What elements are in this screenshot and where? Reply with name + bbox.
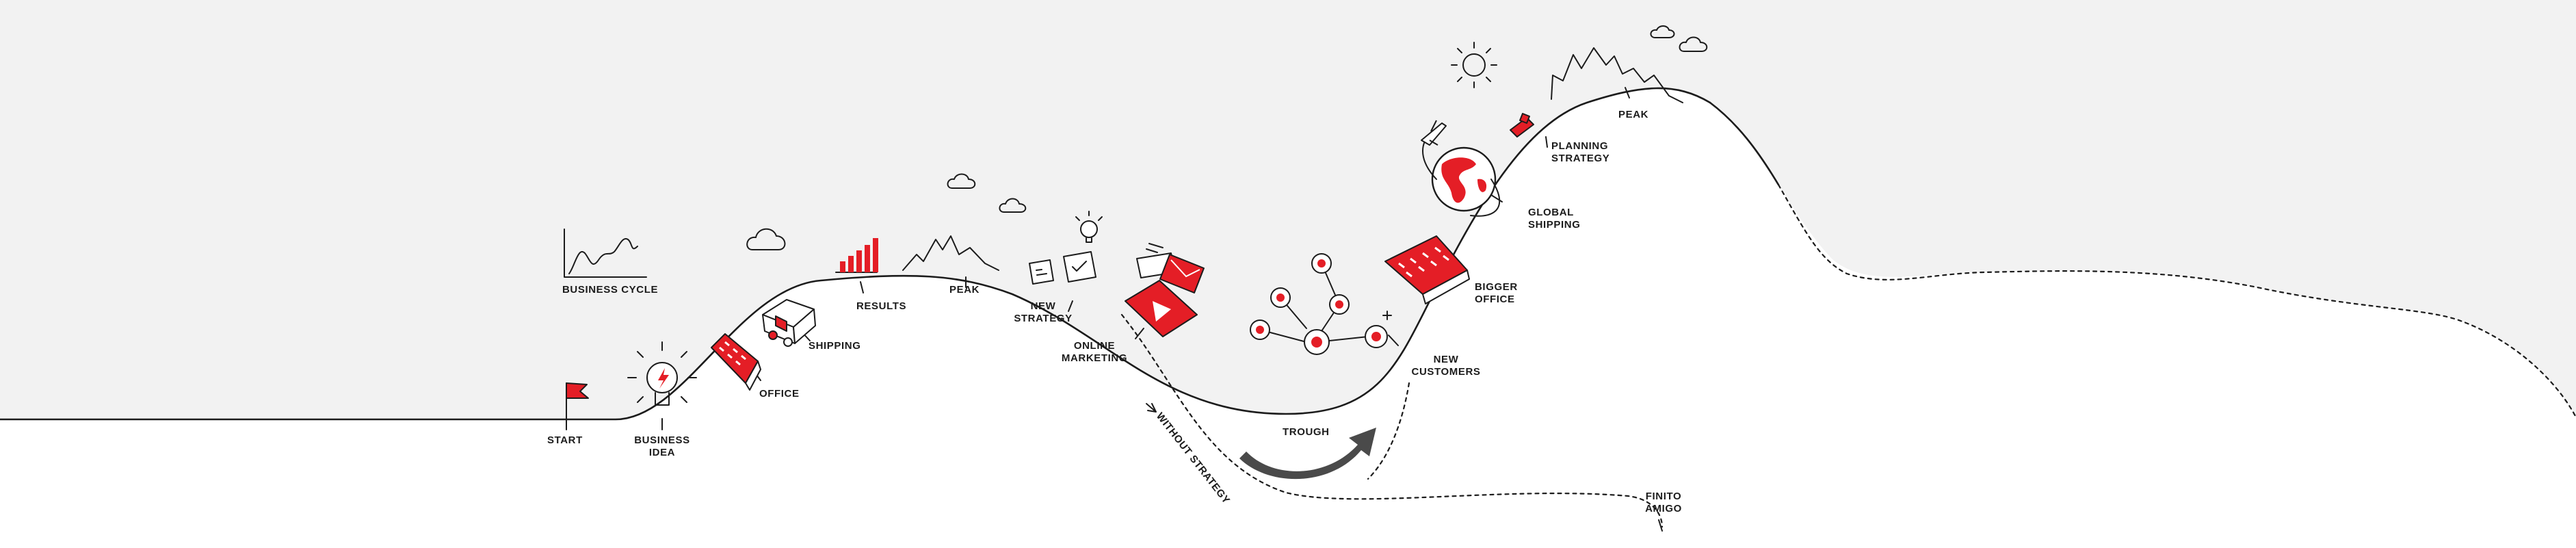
label-business-cycle: BUSINESS CYCLE xyxy=(562,284,658,296)
document-icon xyxy=(1029,211,1103,285)
without-strategy-dashed-line xyxy=(1120,313,1664,528)
label-peak-1: PEAK xyxy=(949,284,980,296)
trend-line-icon xyxy=(564,229,647,278)
label-online-marketing-1: ONLINE xyxy=(1074,340,1115,352)
label-planning-strategy-2: STRATEGY xyxy=(1551,153,1609,164)
label-business-idea-2: IDEA xyxy=(649,447,675,458)
label-bigger-office-2: OFFICE xyxy=(1475,293,1515,305)
office-building-icon xyxy=(711,333,761,391)
label-online-marketing-2: MARKETING xyxy=(1062,352,1127,364)
label-new-strategy-2: STRATEGY xyxy=(1014,313,1072,324)
sun-icon xyxy=(1451,42,1497,88)
delivery-truck-icon xyxy=(762,299,816,347)
ground-area xyxy=(0,88,2576,548)
label-business-idea-1: BUSINESS xyxy=(634,434,690,446)
label-shipping: SHIPPING xyxy=(809,340,860,352)
cycle-line xyxy=(0,87,1711,421)
label-finito-amigo-1: FINITO xyxy=(1646,491,1682,502)
label-start: START xyxy=(547,434,583,446)
cycle-line-down xyxy=(1709,101,1780,186)
bar-chart-icon xyxy=(835,238,878,273)
label-results: RESULTS xyxy=(856,300,906,312)
label-new-customers-1: NEW xyxy=(1434,354,1459,365)
flag-icon xyxy=(1510,113,1534,138)
customer-network-icon xyxy=(1250,253,1392,355)
video-play-icon xyxy=(1125,280,1198,337)
label-peak-2: PEAK xyxy=(1618,109,1648,120)
future-dashed-line xyxy=(1777,183,2576,419)
trough-arrow-icon xyxy=(1239,428,1376,480)
mountain-icon xyxy=(1551,47,1683,103)
label-global-shipping-2: SHIPPING xyxy=(1528,219,1580,231)
label-planning-strategy-1: PLANNING xyxy=(1551,140,1608,152)
lightbulb-icon xyxy=(627,341,697,406)
globe-icon xyxy=(1422,135,1501,217)
mountain-icon xyxy=(902,235,999,271)
label-office: OFFICE xyxy=(759,388,800,400)
finito-marker xyxy=(1658,519,1663,532)
label-finito-amigo-2: AMIGO xyxy=(1645,503,1682,514)
label-trough: TROUGH xyxy=(1283,426,1330,438)
airplane-icon xyxy=(1421,120,1447,146)
label-bigger-office-1: BIGGER xyxy=(1475,281,1518,293)
label-global-shipping-1: GLOBAL xyxy=(1528,207,1574,218)
without-strategy-arrow-icon xyxy=(1146,403,1157,413)
flag-icon xyxy=(566,382,589,419)
envelope-icon xyxy=(1136,243,1205,293)
office-building-icon xyxy=(1384,235,1470,304)
cloud-icon xyxy=(746,25,1708,250)
label-new-customers-2: CUSTOMERS xyxy=(1412,366,1481,378)
label-new-strategy-1: NEW xyxy=(1031,300,1056,312)
